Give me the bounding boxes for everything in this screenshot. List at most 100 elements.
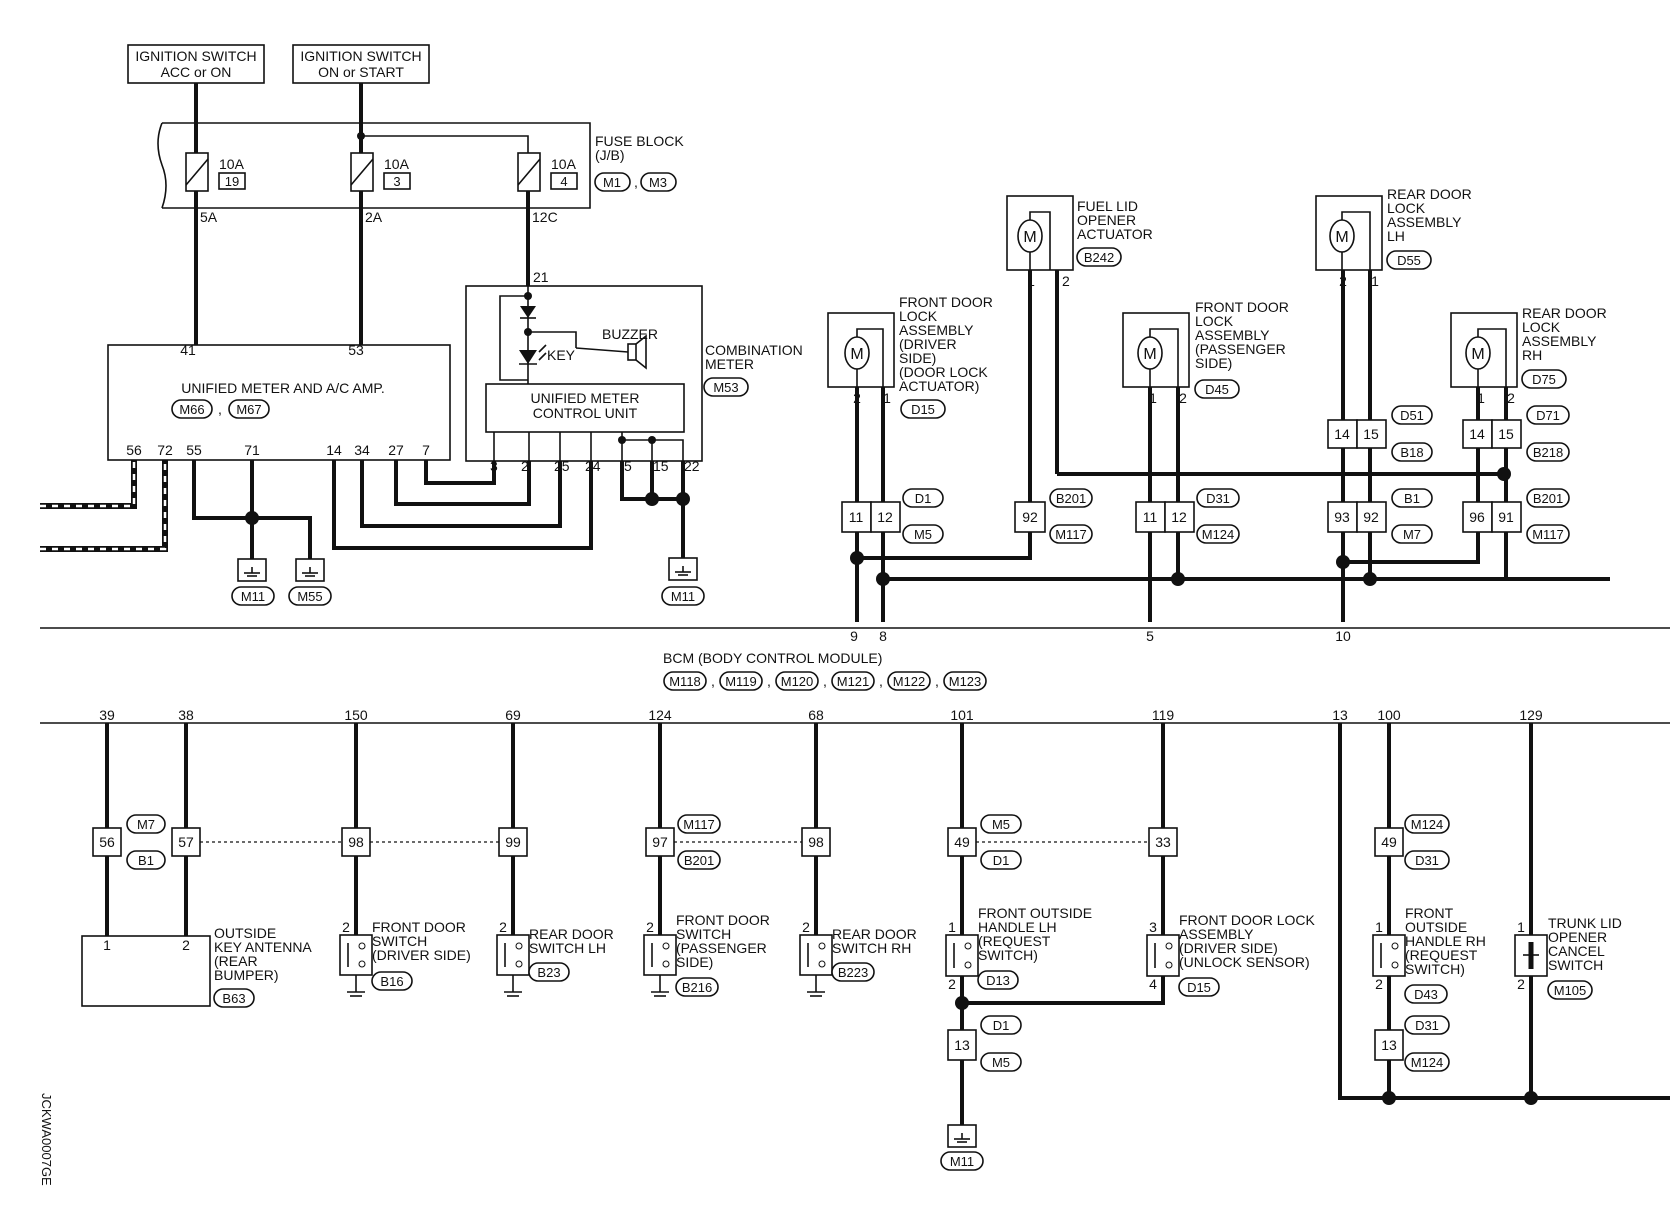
svg-text:B201: B201 xyxy=(1533,491,1563,506)
svg-text:98: 98 xyxy=(808,834,824,850)
svg-text:,: , xyxy=(823,673,827,689)
svg-text:10A: 10A xyxy=(219,156,245,172)
svg-text:119: 119 xyxy=(1152,707,1175,723)
svg-text:FRONT: FRONT xyxy=(1405,905,1454,921)
unified-meter-ac-amp: 41 53 UNIFIED METER AND A/C AMP. M66 , M… xyxy=(107,342,451,461)
svg-text:CANCEL: CANCEL xyxy=(1548,943,1605,959)
svg-text:D31: D31 xyxy=(1206,491,1230,506)
svg-text:24: 24 xyxy=(585,458,601,474)
svg-text:FRONT DOOR: FRONT DOOR xyxy=(1195,299,1289,315)
svg-text:D1: D1 xyxy=(915,491,932,506)
svg-text:69: 69 xyxy=(505,707,521,723)
svg-text:HANDLE LH: HANDLE LH xyxy=(978,919,1057,935)
svg-text:B1: B1 xyxy=(138,853,154,868)
svg-text:D43: D43 xyxy=(1414,987,1438,1002)
joint-d71-b218: 14 15 D71 B218 xyxy=(1462,405,1570,462)
svg-text:(REAR: (REAR xyxy=(214,953,258,969)
ground-m55: M55 xyxy=(288,558,332,606)
svg-text:13: 13 xyxy=(954,1037,970,1053)
svg-text:M7: M7 xyxy=(137,817,155,832)
outside-key-antenna: 1 2 OUTSIDE KEY ANTENNA (REAR BUMPER) B6… xyxy=(81,925,312,1008)
svg-text:M117: M117 xyxy=(1055,527,1087,542)
svg-text:LOCK: LOCK xyxy=(899,308,938,324)
svg-text:SWITCH: SWITCH xyxy=(676,926,731,942)
svg-text:2: 2 xyxy=(646,919,654,935)
svg-text:M120: M120 xyxy=(781,674,814,689)
lower-wiring xyxy=(105,723,1670,1125)
svg-text:2: 2 xyxy=(1517,976,1525,992)
svg-text:M5: M5 xyxy=(914,527,932,542)
svg-text:D75: D75 xyxy=(1532,372,1556,387)
svg-text:1: 1 xyxy=(1477,390,1485,406)
svg-text:METER: METER xyxy=(705,356,754,372)
svg-text:LH: LH xyxy=(1387,228,1405,244)
svg-text:B201: B201 xyxy=(684,853,714,868)
svg-text:1: 1 xyxy=(1149,390,1157,406)
svg-text:FRONT DOOR LOCK: FRONT DOOR LOCK xyxy=(1179,912,1316,928)
joint-13-a: 13 D1 M5 xyxy=(947,1015,1022,1072)
svg-text:ACTUATOR): ACTUATOR) xyxy=(899,378,979,394)
svg-text:UNIFIED METER: UNIFIED METER xyxy=(531,390,640,406)
svg-text:SWITCH): SWITCH) xyxy=(1405,961,1465,977)
svg-text:D15: D15 xyxy=(1187,980,1211,995)
svg-text:,: , xyxy=(634,174,638,190)
svg-text:,: , xyxy=(711,673,715,689)
joint-b201-m117: 92 B201 M117 xyxy=(1014,488,1093,544)
svg-text:14: 14 xyxy=(1469,426,1485,442)
svg-text:12C: 12C xyxy=(532,209,558,225)
svg-text:M11: M11 xyxy=(950,1154,974,1169)
svg-text:D1: D1 xyxy=(993,853,1010,868)
svg-text:OUTSIDE: OUTSIDE xyxy=(1405,919,1467,935)
svg-text:B16: B16 xyxy=(380,974,403,989)
svg-text:4: 4 xyxy=(560,174,567,189)
svg-text:2: 2 xyxy=(1179,390,1187,406)
ignition-switch-acc: IGNITION SWITCH ACC or ON xyxy=(127,44,265,84)
svg-text:D55: D55 xyxy=(1397,253,1421,268)
svg-text:SWITCH RH: SWITCH RH xyxy=(832,940,911,956)
rear-door-switch-lh: 2 REAR DOOR SWITCH LH B23 xyxy=(496,919,614,997)
svg-text:7: 7 xyxy=(422,442,430,458)
svg-text:15: 15 xyxy=(1498,426,1514,442)
rear-door-lock-lh: M REAR DOOR LOCK ASSEMBLY LH D55 2 1 xyxy=(1315,186,1472,289)
svg-text:SWITCH: SWITCH xyxy=(1548,957,1603,973)
fuse-block: FUSE BLOCK (J/B) M1 , M3 xyxy=(157,122,684,209)
joint-98-a: 98 xyxy=(341,827,371,857)
front-door-lock-unlock-sensor: 3 4 FRONT DOOR LOCK ASSEMBLY (DRIVER SID… xyxy=(1146,912,1316,997)
svg-text:M7: M7 xyxy=(1403,527,1421,542)
svg-text:2: 2 xyxy=(1507,390,1515,406)
svg-text:5: 5 xyxy=(624,458,632,474)
figure-code: JCKWA0007GE xyxy=(39,1093,54,1186)
svg-text:3: 3 xyxy=(393,174,400,189)
svg-text:56: 56 xyxy=(99,834,115,850)
motor-icon: M xyxy=(850,346,863,363)
connector-tag-m3: M3 xyxy=(640,172,677,192)
svg-text:33: 33 xyxy=(1155,834,1171,850)
bcm-connectors: M118 , M119 , M120 , M121 , M122 , M123 xyxy=(663,671,987,691)
joint-97: 97 M117 B201 xyxy=(645,814,721,870)
svg-text:ASSEMBLY: ASSEMBLY xyxy=(1522,333,1597,349)
svg-text:55: 55 xyxy=(186,442,202,458)
svg-text:M124: M124 xyxy=(1411,817,1444,832)
svg-text:HANDLE RH: HANDLE RH xyxy=(1405,933,1486,949)
joint-d31-m124: 11 12 D31 M124 xyxy=(1135,488,1240,544)
svg-text:BUMPER): BUMPER) xyxy=(214,967,279,983)
svg-text:10: 10 xyxy=(1335,628,1351,644)
svg-text:B201: B201 xyxy=(1056,491,1086,506)
svg-text:D13: D13 xyxy=(986,973,1010,988)
joint-b1-m7: 93 92 B1 M7 xyxy=(1327,488,1433,544)
svg-text:15: 15 xyxy=(653,458,669,474)
svg-text:2A: 2A xyxy=(365,209,383,225)
svg-text:,: , xyxy=(935,673,939,689)
svg-text:OPENER: OPENER xyxy=(1077,212,1136,228)
svg-text:57: 57 xyxy=(178,834,194,850)
joint-d1-m5: 11 12 D1 M5 xyxy=(841,488,944,544)
svg-text:B218: B218 xyxy=(1533,445,1563,460)
svg-text:(PASSENGER: (PASSENGER xyxy=(676,940,767,956)
svg-text:39: 39 xyxy=(99,707,115,723)
svg-text:SIDE): SIDE) xyxy=(1195,355,1232,371)
front-outside-handle-lh: 1 2 FRONT OUTSIDE HANDLE LH (REQUEST SWI… xyxy=(945,905,1092,992)
svg-text:12: 12 xyxy=(1171,509,1187,525)
joint-56-57: 56 57 M7 B1 xyxy=(92,814,201,870)
front-door-lock-passenger: M FRONT DOOR LOCK ASSEMBLY (PASSENGER SI… xyxy=(1122,299,1289,406)
